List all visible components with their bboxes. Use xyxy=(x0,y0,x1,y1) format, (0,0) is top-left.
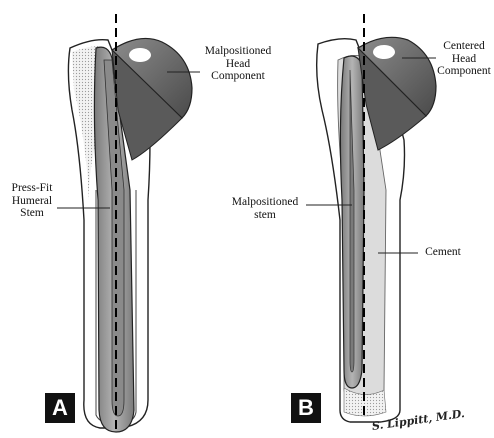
label-malpositioned-stem: Malpositioned stem xyxy=(224,196,306,221)
label-line: stem xyxy=(224,209,306,222)
label-line: Malpositioned xyxy=(192,45,284,58)
label-line: Component xyxy=(434,65,494,78)
label-cement: Cement xyxy=(418,246,468,259)
label-line: Head xyxy=(192,58,284,71)
head-highlight-b xyxy=(373,45,395,59)
panel-tag-a: A xyxy=(45,393,75,423)
label-line: Centered xyxy=(434,40,494,53)
label-line: Press-Fit xyxy=(4,182,60,195)
head-highlight-a xyxy=(129,48,151,62)
label-line: Head xyxy=(434,53,494,66)
label-centered-head: Centered Head Component xyxy=(434,40,494,78)
label-line: Stem xyxy=(4,207,60,220)
label-malpositioned-head: Malpositioned Head Component xyxy=(192,45,284,83)
label-press-fit-stem: Press-Fit Humeral Stem xyxy=(4,182,60,220)
label-line: Malpositioned xyxy=(224,196,306,209)
label-line: Component xyxy=(192,70,284,83)
label-line: Humeral xyxy=(4,195,60,208)
panel-a-drawing xyxy=(57,14,200,432)
panel-b-drawing xyxy=(306,14,436,422)
panel-tag-b: B xyxy=(291,393,321,423)
